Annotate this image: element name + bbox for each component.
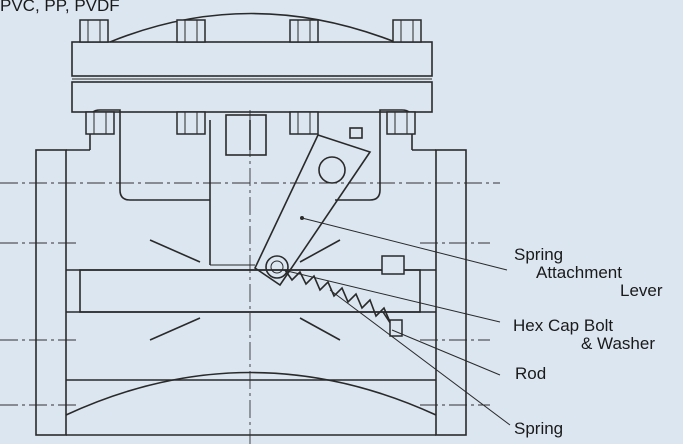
hex-cap-bolt-label-line2: & Washer: [581, 334, 656, 353]
leader-lines: [282, 217, 511, 426]
spring-label: Spring: [514, 419, 564, 438]
valve-body: [65, 109, 437, 436]
rod-assembly: [381, 255, 405, 337]
pipe-flanges: [35, 149, 467, 436]
spring-attachment-lever-label-line2: Attachment: [536, 263, 622, 282]
swing-lever: [253, 127, 372, 287]
hex-cap-bolt-label-line1: Hex Cap Bolt: [513, 316, 614, 335]
spring-attachment-lever-label-line1: Spring: [514, 245, 564, 264]
spring-coil: [284, 269, 391, 323]
centerlines: [0, 110, 500, 444]
top-bolts: [79, 19, 422, 43]
spring-attachment-lever-label-line3: Lever: [620, 281, 663, 300]
rod-label: Rod: [515, 364, 547, 383]
materials-label: PVC, PP, PVDF: [0, 0, 120, 15]
bottom-bolts: [85, 111, 416, 135]
bonnet-cover: [71, 12, 433, 113]
